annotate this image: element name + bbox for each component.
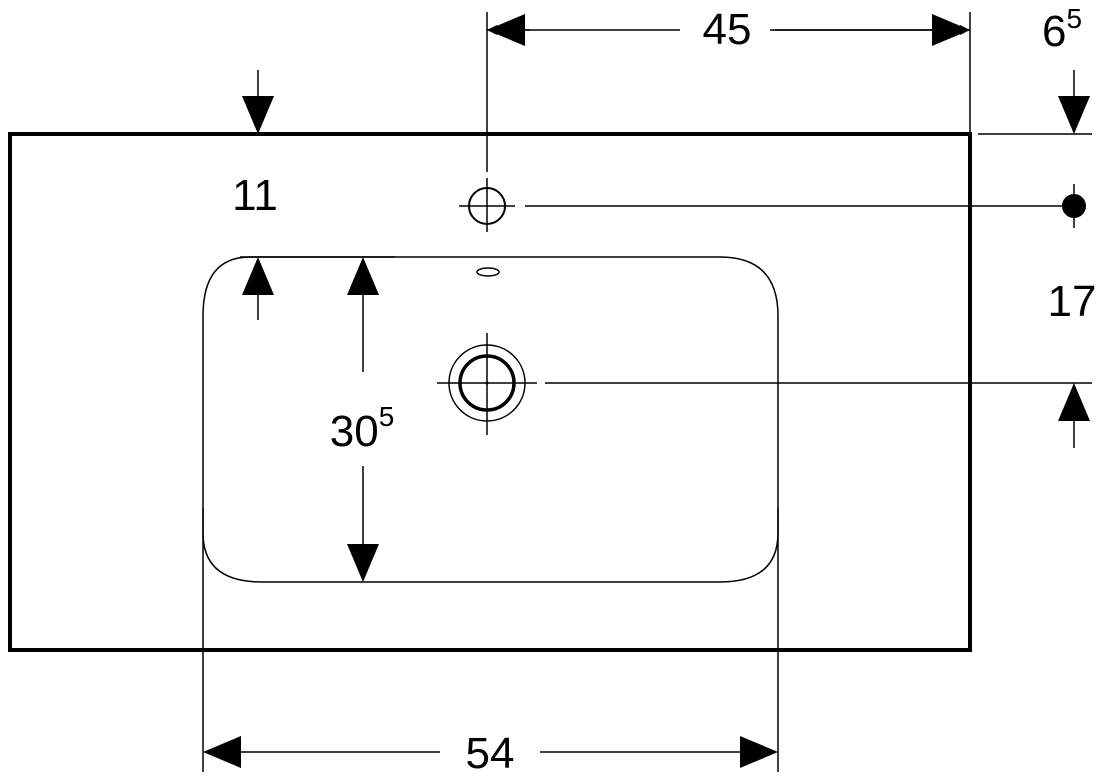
svg-text:65: 65 bbox=[1042, 3, 1082, 56]
tap-position-marker bbox=[1062, 184, 1086, 228]
dimension-30-5-main: 30 bbox=[330, 407, 379, 456]
dimension-11: 11 bbox=[232, 70, 278, 320]
dimension-6-5-main: 6 bbox=[1042, 7, 1066, 56]
dimension-45-label: 45 bbox=[703, 5, 752, 54]
dimension-17-label: 17 bbox=[1048, 277, 1097, 326]
dimension-11-label: 11 bbox=[232, 171, 278, 220]
dimension-6-5-sup: 5 bbox=[1066, 3, 1082, 34]
countertop-outline bbox=[8, 132, 972, 652]
dimension-30-5: 305 bbox=[330, 257, 395, 582]
overflow-slot bbox=[476, 267, 500, 277]
basin-outline bbox=[202, 256, 779, 583]
tap-hole bbox=[459, 178, 515, 232]
dimension-54: 54 bbox=[203, 729, 778, 776]
dimension-30-5-sup: 5 bbox=[379, 401, 395, 432]
dimension-45: 45 bbox=[487, 5, 970, 54]
dimension-17: 17 bbox=[1048, 277, 1097, 448]
svg-text:305: 305 bbox=[330, 401, 395, 456]
dimension-6-5: 65 bbox=[1042, 3, 1090, 134]
dimension-54-label: 54 bbox=[466, 729, 515, 776]
drain bbox=[437, 333, 537, 435]
